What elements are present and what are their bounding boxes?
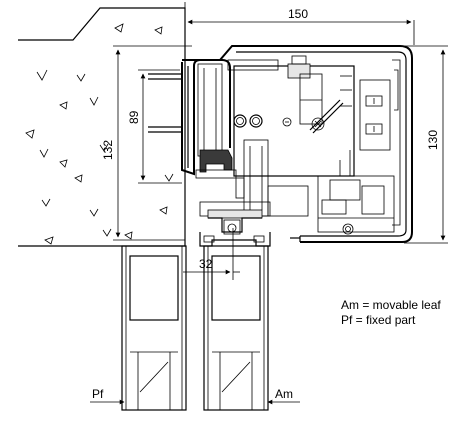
dimension-inner — [138, 69, 182, 184]
legend: Am = movable leaf Pf = fixed part — [341, 298, 441, 328]
screw-heads — [233, 114, 354, 235]
fixed-part-panel — [121, 245, 187, 411]
wall-fixing-bars — [148, 73, 182, 133]
right-components — [359, 79, 391, 151]
dimension-inner-label: 89 — [127, 110, 141, 124]
housing-profile — [182, 45, 413, 243]
concrete-texture — [25, 23, 174, 245]
slotted-bracket — [235, 139, 309, 217]
gasket-block — [195, 149, 237, 179]
legend-pf: Pf = fixed part — [341, 313, 416, 327]
dimension-top-label: 150 — [288, 7, 308, 21]
dimension-right-label: 130 — [426, 130, 440, 150]
dimension-bottom — [183, 228, 240, 280]
dimension-bottom-label: 32 — [199, 257, 213, 271]
dimension-left — [113, 45, 192, 241]
link-rod — [309, 99, 344, 134]
legend-am: Am = movable leaf — [341, 298, 441, 312]
movable-leaf-panel — [203, 245, 269, 411]
pf-label: Pf — [92, 387, 104, 401]
mounting-plate — [227, 55, 355, 177]
am-label: Am — [275, 387, 293, 401]
dimension-top — [184, 2, 415, 45]
dimension-left-label: 132 — [101, 140, 115, 160]
carriage — [199, 201, 271, 235]
left-channel-profile — [181, 59, 231, 176]
motor-unit — [317, 150, 395, 233]
dimension-right — [404, 45, 448, 244]
